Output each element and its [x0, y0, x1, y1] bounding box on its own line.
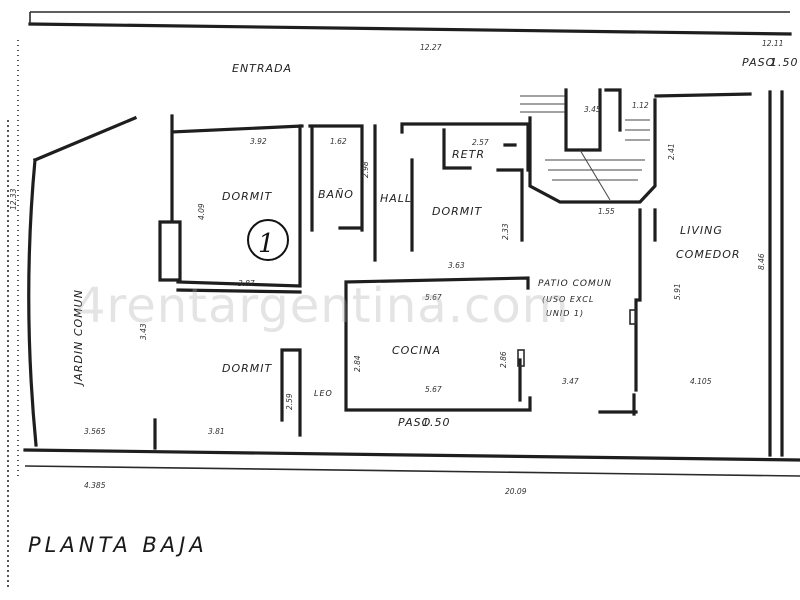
dim-298: 2.98: [361, 161, 370, 178]
dim-347: 3.47: [562, 377, 579, 386]
label-patio-uso: (USO EXCL: [542, 295, 594, 304]
dim-381: 3.81: [208, 427, 225, 436]
label-cocina: COCINA: [392, 344, 441, 357]
dim-846: 8.46: [757, 253, 766, 270]
plan-title: PLANTA BAJA: [28, 533, 208, 557]
dormit-3-walls: [153, 288, 302, 450]
unit-number: 1: [258, 229, 275, 259]
dim-286: 2.86: [499, 351, 508, 368]
dim-392: 3.92: [250, 137, 267, 146]
dim-top-right: 12.11: [762, 39, 783, 48]
label-hall: HALL: [380, 192, 412, 205]
dormit-1-walls: [158, 114, 304, 288]
label-entrada: ENTRADA: [232, 62, 292, 75]
label-dormit-3: DORMIT: [222, 362, 273, 375]
label-patio-uso2: UNID 1): [546, 309, 584, 318]
label-jardin-comun: JARDIN COMUN: [72, 289, 85, 387]
cocina-walls: [344, 276, 638, 414]
label-bano: BAÑO: [318, 188, 354, 201]
dim-257: 2.57: [472, 138, 489, 147]
dim-112: 1.12: [632, 101, 649, 110]
hall-walls: [373, 124, 414, 262]
dim-233: 2.33: [501, 223, 510, 240]
dim-363: 3.63: [448, 261, 465, 270]
label-dormit-2: DORMIT: [432, 205, 483, 218]
top-band: [28, 11, 792, 36]
dim-567-top: 5.67: [425, 293, 442, 302]
dim-567-bot: 5.67: [425, 385, 442, 394]
dim-145: 3.45: [584, 105, 601, 114]
label-paso-bottom-value: 1.50: [422, 416, 451, 429]
dim-259: 2.59: [285, 393, 294, 410]
dim-4385: 4.385: [84, 481, 106, 490]
dim-2009: 20.09: [505, 487, 527, 496]
label-dormit-1: DORMIT: [222, 190, 273, 203]
dim-1233: 12.33: [9, 188, 18, 210]
watermark: 4rentargentina.com: [75, 278, 570, 334]
dim-343: 3.43: [139, 323, 148, 340]
dim-284: 2.84: [353, 355, 362, 372]
label-living: LIVING: [680, 224, 723, 237]
label-patio-comun: PATIO COMUN: [538, 279, 612, 289]
bano-walls: [308, 124, 364, 232]
dim-387: 3.87: [238, 279, 255, 288]
dim-591: 5.91: [673, 283, 682, 300]
left-guide: [7, 40, 19, 590]
dim-3565: 3.565: [84, 427, 106, 436]
label-leo: LEO: [314, 389, 333, 398]
label-retr: RETR: [452, 148, 485, 161]
stairs: [520, 88, 752, 204]
dim-409: 4.09: [197, 203, 206, 220]
dormit-2-walls: [400, 122, 530, 242]
unit-badge: 1: [247, 219, 289, 261]
label-paso-bottom: PASO: [398, 416, 431, 429]
living-walls: [632, 90, 784, 457]
dim-241: 2.41: [667, 143, 676, 160]
bottom-band: [23, 448, 800, 477]
garden-wall: [27, 115, 138, 447]
label-paso-top-value: 1.50: [770, 56, 799, 69]
dim-162: 1.62: [330, 137, 347, 146]
patio-fixture: [629, 309, 637, 325]
label-paso-top: PASO: [742, 56, 775, 69]
label-comedor: COMEDOR: [676, 248, 741, 261]
dim-top-total: 12.27: [420, 43, 442, 52]
cocina-fixture: [517, 349, 525, 367]
dim-4105: 4.105: [690, 377, 712, 386]
dim-155: 1.55: [598, 207, 615, 216]
